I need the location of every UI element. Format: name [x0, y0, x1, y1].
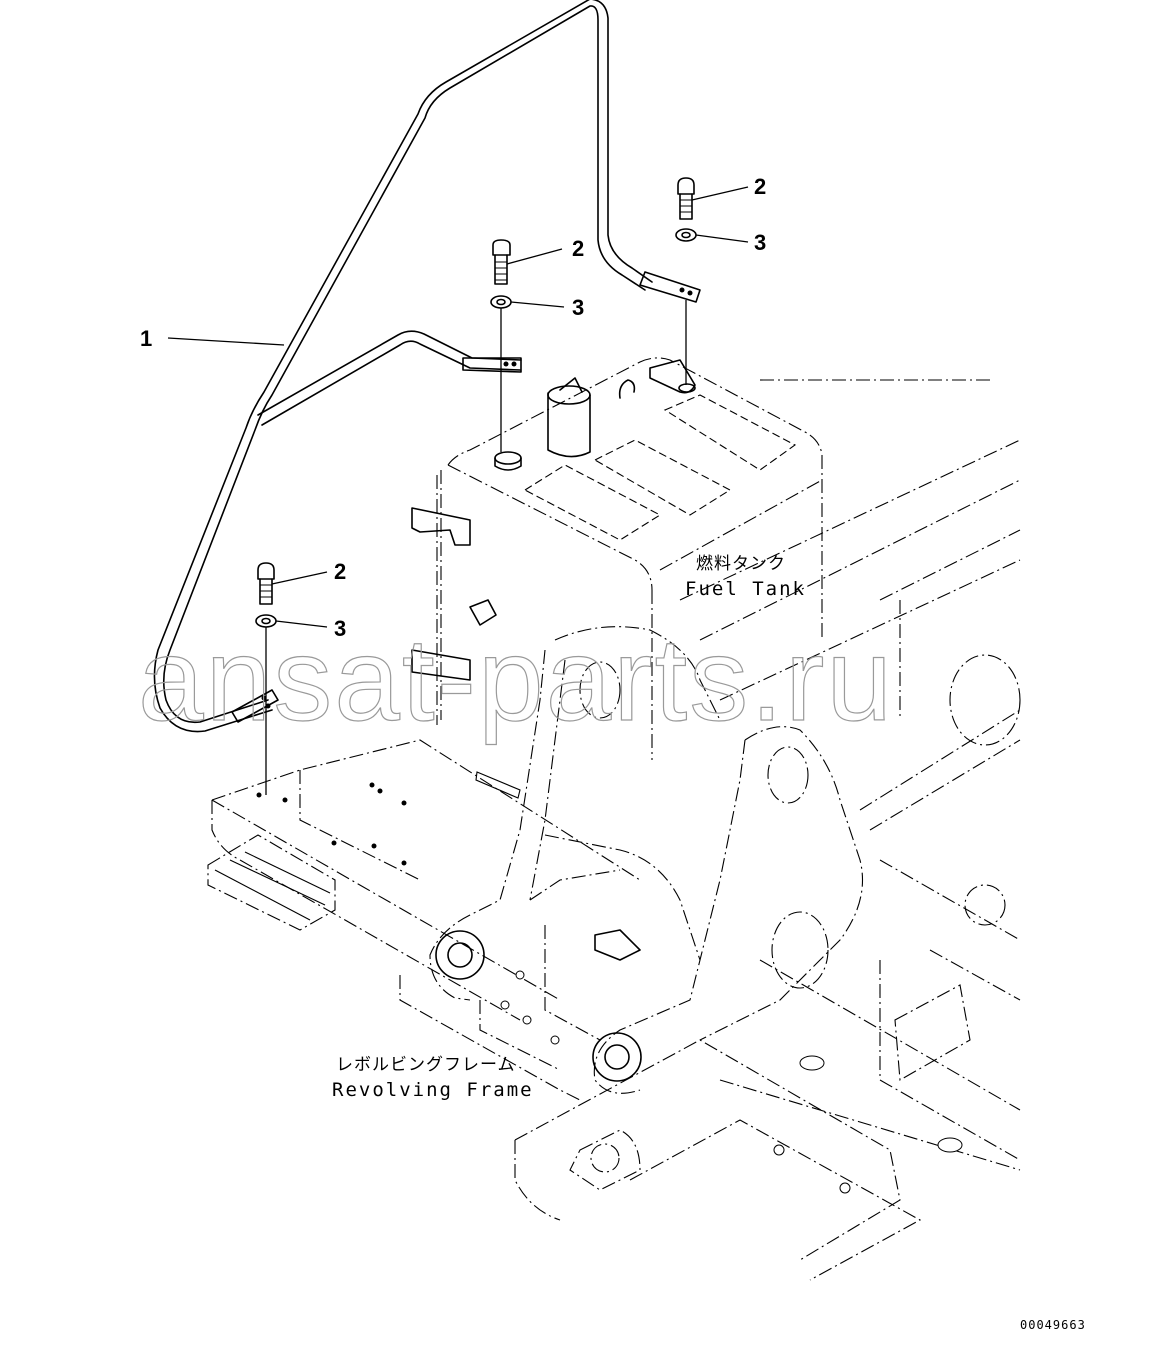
fastener-set-a	[490, 239, 512, 452]
revolving-frame-label-en: Revolving Frame	[332, 1079, 534, 1101]
revolving-frame-label-jp: レボルビングフレーム	[336, 1055, 516, 1075]
callout-1: 1	[140, 326, 152, 351]
fastener-set-b	[675, 177, 697, 385]
fuel-tank-label-jp: 燃料タンク	[696, 554, 786, 574]
callout-3c: 3	[334, 616, 346, 641]
fastener-set-c	[255, 562, 277, 795]
callout-2b: 2	[754, 174, 766, 199]
revolving-frame	[399, 379, 1021, 1281]
handrail	[153, 0, 701, 733]
fuel-tank-label-en: Fuel Tank	[685, 578, 806, 600]
callout-2c: 2	[334, 559, 346, 584]
callout-2a: 2	[572, 236, 584, 261]
leader-lines	[167, 186, 749, 628]
callout-3b: 3	[754, 230, 766, 255]
fuel-tank	[411, 357, 823, 760]
drawing-number: 00049663	[1020, 1318, 1086, 1332]
watermark: ansat-parts.ru	[138, 614, 894, 746]
left-deck	[207, 739, 641, 1021]
callout-3a: 3	[572, 295, 584, 320]
